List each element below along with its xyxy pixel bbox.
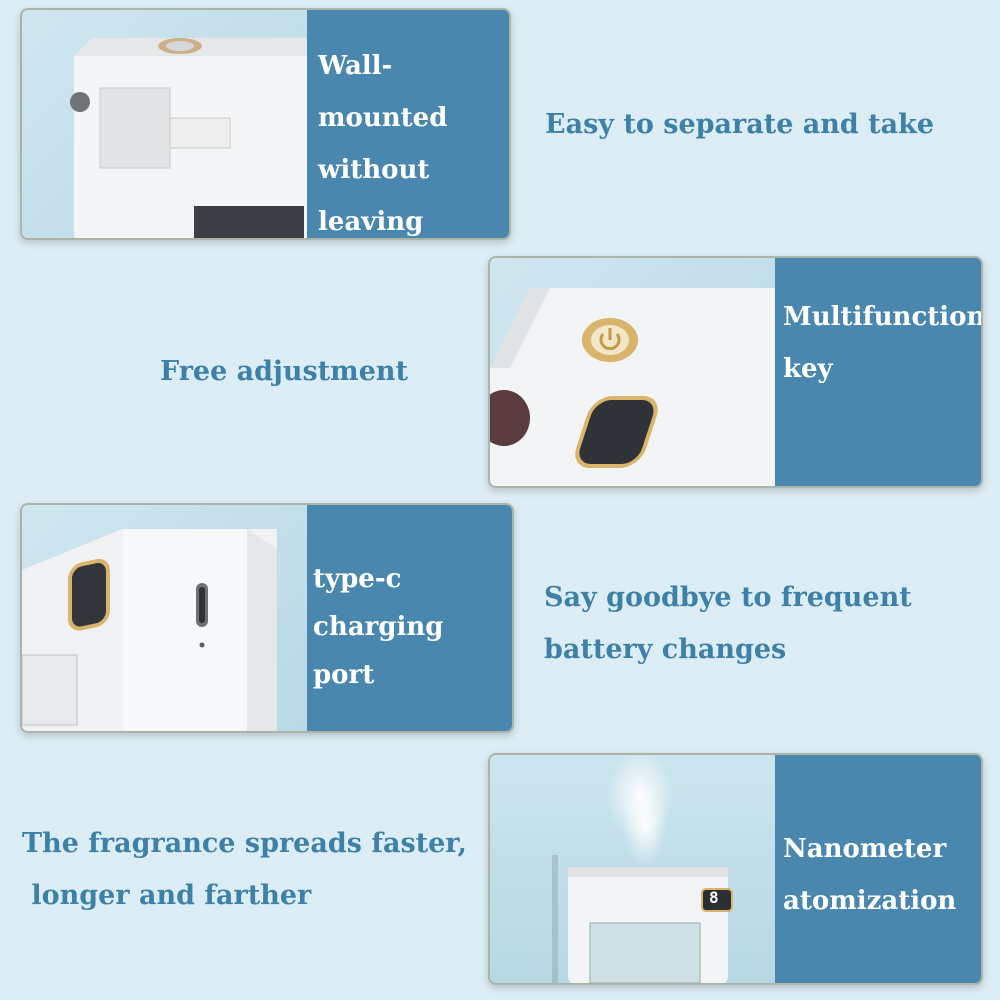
feature-label-atomization: Nanometer atomization [783,834,957,916]
feature-card-multifunction-key: Multifunctional key [488,256,983,488]
feature-card-wall-mount: Wall-mounted without leaving a trace [20,8,511,240]
feature-panel-typec: type-c charging port [307,505,512,731]
feature-label-wall-mount: Wall-mounted without leaving a trace [318,51,448,237]
product-photo-key [490,258,775,486]
product-photo-top [22,10,307,238]
feature-card-typec: type-c charging port [20,503,514,733]
feature-panel-wall-mount: Wall-mounted without leaving a trace [307,10,509,238]
feature-card-atomization: 8 Nanometer atomization [488,753,983,985]
device-atomization-illustration [552,755,733,983]
side-text-fragrance: The fragrance spreads faster, longer and… [22,828,467,911]
device-wall-mount-illustration [70,38,307,238]
display-digit: 8 [709,888,719,907]
side-text-battery: Say goodbye to frequent battery changes [544,582,912,665]
device-key-illustration [490,288,775,486]
side-text-free-adjustment: Free adjustment [160,356,408,387]
product-photo-typec [22,505,307,731]
feature-label-typec: type-c charging port [313,564,444,690]
device-typec-illustration [22,529,277,731]
product-photo-atomization: 8 [490,755,775,983]
feature-panel-atomization: Nanometer atomization [775,755,981,983]
feature-panel-multifunction-key: Multifunctional key [775,258,981,486]
side-text-easy-separate: Easy to separate and take [545,109,935,140]
feature-label-multifunction-key: Multifunctional key [783,302,983,384]
